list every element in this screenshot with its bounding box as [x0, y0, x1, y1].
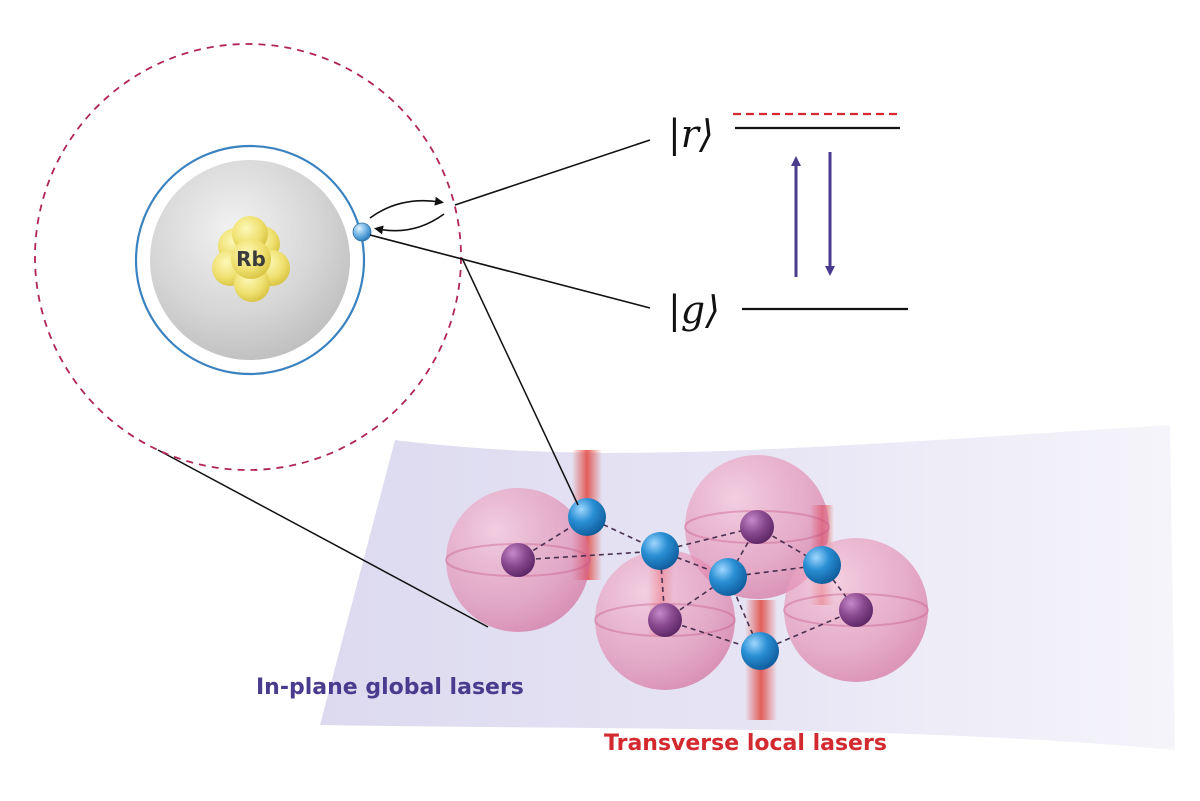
nucleus-label: Rb [236, 247, 266, 271]
rydberg-atom [741, 632, 779, 670]
global-lasers-label: In-plane global lasers [256, 675, 524, 700]
rydberg-orbit-dashed [34, 43, 462, 471]
local-lasers-label: Transverse local lasers [604, 731, 887, 756]
rydberg-atom [709, 558, 747, 596]
rydberg-atom [568, 498, 606, 536]
ground-atom [648, 603, 682, 637]
ground-orbit [134, 144, 366, 376]
rydberg-atom [641, 532, 679, 570]
energy-level-diagram: |r⟩ |g⟩ [668, 112, 908, 332]
ground-atom [740, 510, 774, 544]
rb-atom-illustration: Rb [34, 43, 462, 471]
ground-state-label: |g⟩ [668, 288, 720, 332]
ground-atom [839, 593, 873, 627]
rydberg-atom [803, 546, 841, 584]
excitation-arrow-up [369, 196, 444, 219]
level-pointer-lines [369, 139, 651, 309]
rydberg-atoms [568, 498, 841, 670]
valence-electron [352, 222, 372, 242]
excitation-arrow-down [374, 213, 445, 235]
zoom-lines [157, 257, 579, 628]
ground-atom [501, 543, 535, 577]
nucleus [212, 216, 290, 302]
rydberg-state-label: |r⟩ [668, 112, 714, 156]
